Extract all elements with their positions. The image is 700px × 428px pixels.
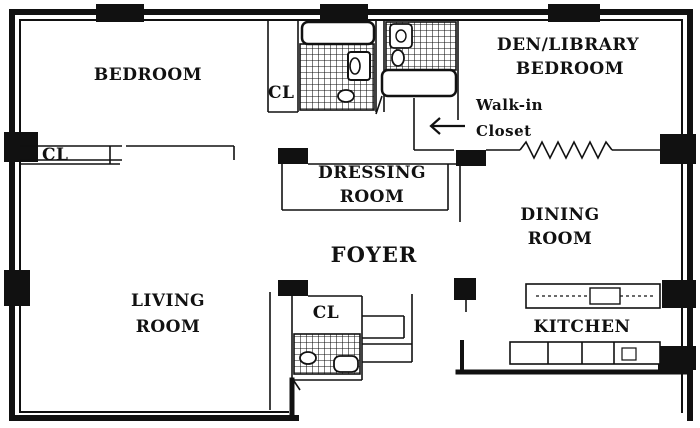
range-icon — [589, 287, 621, 305]
structural-columns — [4, 4, 696, 370]
dressing-room-label: ROOM — [340, 187, 405, 207]
arrow-left-icon — [429, 117, 465, 135]
bathtub-icon — [300, 20, 376, 46]
dining-room-label: ROOM — [528, 229, 593, 249]
bedroom-label: BEDROOM — [94, 65, 202, 85]
foyer-label: FOYER — [331, 242, 418, 267]
doors — [519, 140, 613, 160]
kitchen-label: KITCHEN — [534, 317, 631, 337]
bedroom-closet-label: CL — [268, 83, 294, 103]
sink-icon — [337, 89, 355, 103]
walkin-label: Walk-in — [475, 96, 543, 114]
kitchen-counters — [460, 283, 661, 365]
den-bedroom-label: BEDROOM — [516, 59, 624, 79]
den-library-label: DEN/LIBRARY — [497, 35, 640, 55]
dressing-label: DRESSING — [318, 163, 426, 183]
closet-label: Closet — [476, 122, 532, 140]
bathroom-left — [299, 20, 376, 111]
bathroom-right — [375, 21, 458, 115]
living-label: LIVING — [131, 291, 205, 311]
living-room-label: ROOM — [136, 317, 201, 337]
foyer-closet-label: CL — [313, 303, 339, 323]
living-closet-label: CL — [42, 145, 68, 165]
interior-walls — [20, 20, 660, 410]
powder-room — [291, 333, 361, 391]
dining-label: DINING — [520, 205, 599, 225]
bathtub-icon — [380, 68, 458, 98]
